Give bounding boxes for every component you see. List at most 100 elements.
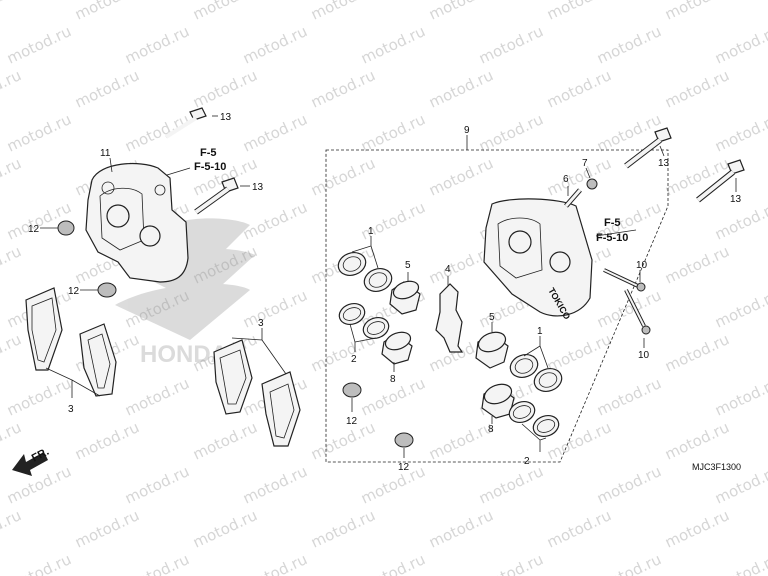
front-direction-label: FR. — [30, 446, 51, 465]
watermark-text: motod.ru — [240, 550, 310, 576]
watermark-text: motod.ru — [122, 110, 192, 155]
reference-f5-right: F-5 — [604, 217, 621, 229]
watermark-text: motod.ru — [308, 0, 378, 24]
watermark-text: motod.ru — [0, 330, 24, 375]
right-upper-mounting-bolt — [624, 127, 672, 169]
watermark-text: motod.ru — [662, 154, 732, 199]
callout-7: 7 — [582, 158, 588, 169]
bleeder-cap — [586, 178, 598, 190]
reference-f5-10-left: F-5-10 — [194, 161, 226, 173]
honda-logo-text: HONDA — [140, 341, 228, 368]
watermark-text: motod.ru — [476, 462, 546, 507]
left-lower-mounting-bolt — [194, 177, 239, 215]
watermark-text: motod.ru — [190, 66, 260, 111]
watermark-text: motod.ru — [308, 154, 378, 199]
watermark-text: motod.ru — [240, 110, 310, 155]
watermark-text: motod.ru — [662, 330, 732, 375]
callout-3: 3 — [68, 404, 74, 415]
watermark-text: motod.ru — [476, 22, 546, 67]
watermark-text: motod.ru — [240, 198, 310, 243]
loose-bleeder-cap-a — [342, 382, 362, 398]
caliper-kit-box — [325, 135, 669, 463]
watermark-text: motod.ru — [0, 418, 24, 463]
callout-2: 2 — [524, 456, 530, 467]
watermark-text: motod.ru — [0, 154, 24, 199]
watermark-text: motod.ru — [308, 66, 378, 111]
callout-5: 5 — [405, 260, 411, 271]
callout-1: 1 — [368, 226, 374, 237]
watermark-text: motod.ru — [594, 22, 664, 67]
watermark-text: motod.ru — [544, 66, 614, 111]
callout-12: 12 — [28, 224, 40, 235]
watermark-text: motod.ru — [594, 110, 664, 155]
callout-3: 3 — [258, 318, 264, 329]
callout-4: 4 — [445, 264, 451, 275]
reference-f5-left: F-5 — [200, 147, 217, 159]
pistons-left — [381, 272, 421, 372]
watermark-text: motod.ru — [662, 418, 732, 463]
pistons-right — [475, 322, 515, 424]
left-upper-bleeder-cap — [57, 220, 75, 236]
callout-8: 8 — [488, 424, 494, 435]
watermark-text: motod.ru — [712, 374, 768, 419]
watermark-text: motod.ru — [426, 0, 496, 24]
piston-seal-set-left — [337, 236, 393, 352]
watermark-text: motod.ru — [712, 286, 768, 331]
watermark-text: motod.ru — [72, 418, 142, 463]
callout-13: 13 — [658, 158, 670, 169]
pad-pin-lower — [624, 289, 651, 335]
watermark-text: motod.ru — [476, 110, 546, 155]
callout-12: 12 — [68, 286, 80, 297]
callout-13: 13 — [220, 112, 232, 123]
watermark-text: motod.ru — [0, 66, 24, 111]
watermark-text: motod.ru — [662, 242, 732, 287]
watermark-text: motod.ru — [240, 462, 310, 507]
watermark-text: motod.ru — [594, 374, 664, 419]
watermark-text: motod.ru — [662, 0, 732, 24]
watermark-text: motod.ru — [662, 66, 732, 111]
callout-8: 8 — [390, 374, 396, 385]
callout-10: 10 — [638, 350, 650, 361]
watermark-text: motod.ru — [712, 550, 768, 576]
callout-5: 5 — [489, 312, 495, 323]
callout-2: 2 — [351, 354, 357, 365]
left-caliper-assembly — [25, 107, 250, 398]
callout-12: 12 — [398, 462, 410, 473]
watermark-text: motod.ru — [4, 110, 74, 155]
piston-seal-set-right — [508, 336, 563, 452]
watermark-text: motod.ru — [426, 154, 496, 199]
watermark-text: motod.ru — [72, 0, 142, 24]
watermark-text: motod.ru — [594, 462, 664, 507]
watermark-text: motod.ru — [122, 550, 192, 576]
watermark-text: motod.ru — [240, 286, 310, 331]
watermark-text: motod.ru — [4, 550, 74, 576]
watermark-text: motod.ru — [240, 22, 310, 67]
reference-f5-10-right: F-5-10 — [596, 232, 628, 244]
pad-spring — [435, 276, 464, 353]
watermark-text: motod.ru — [0, 0, 24, 24]
watermark-text: motod.ru — [122, 22, 192, 67]
watermark-text: motod.ru — [476, 550, 546, 576]
watermark-text: motod.ru — [308, 418, 378, 463]
watermark-text: motod.ru — [308, 506, 378, 551]
watermark-text: motod.ru — [190, 0, 260, 24]
callout-10: 10 — [636, 260, 648, 271]
watermark-text: motod.ru — [426, 66, 496, 111]
pad-pin-upper — [603, 268, 646, 292]
watermark-text: motod.ru — [4, 374, 74, 419]
watermark-text: motod.ru — [72, 506, 142, 551]
watermark-text: motod.ru — [426, 418, 496, 463]
watermark-text: motod.ru — [712, 22, 768, 67]
watermark-text: motod.ru — [544, 0, 614, 24]
watermark-text: motod.ru — [712, 110, 768, 155]
bleeder-valve — [564, 188, 582, 208]
center-brake-pad-set — [213, 328, 301, 447]
watermark-text: motod.ru — [712, 198, 768, 243]
watermark-text: motod.ru — [4, 22, 74, 67]
watermark-text: motod.ru — [190, 506, 260, 551]
watermark-text: motod.ru — [426, 506, 496, 551]
right-lower-mounting-bolt — [696, 159, 745, 203]
watermark-text: motod.ru — [358, 22, 428, 67]
